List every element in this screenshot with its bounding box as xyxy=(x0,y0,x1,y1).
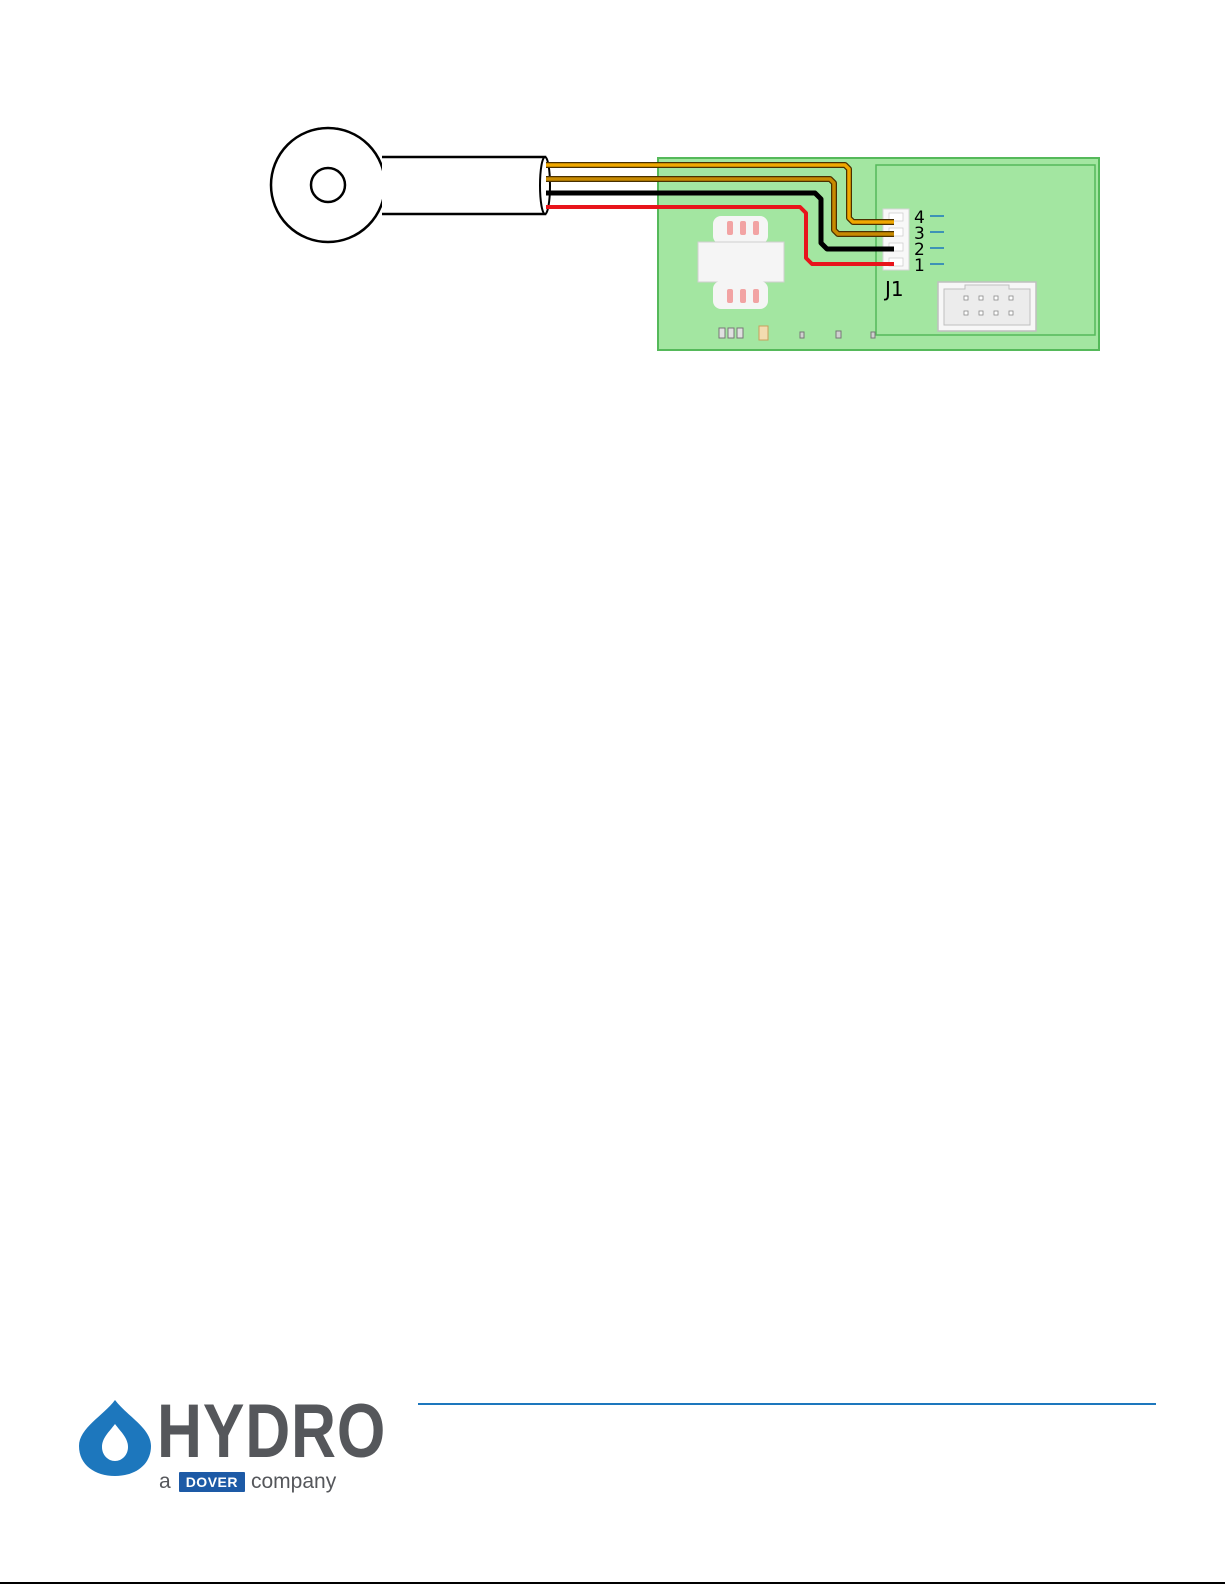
header-pin xyxy=(1009,311,1013,315)
smd-part xyxy=(728,328,734,338)
smd-part xyxy=(836,331,841,338)
brand-tagline: a DOVER company xyxy=(159,1470,336,1494)
smd-part xyxy=(719,328,725,338)
transformer-pin xyxy=(753,289,759,303)
sensor-hole xyxy=(311,168,345,202)
tagline-prefix: a xyxy=(159,1470,171,1494)
water-drop-icon xyxy=(75,1398,155,1478)
sensor xyxy=(271,128,550,242)
header-connector xyxy=(938,282,1036,331)
wiring-diagram: 4 3 2 1 J1 xyxy=(0,0,1225,400)
page-bottom-rule xyxy=(0,1582,1225,1584)
circuit-board xyxy=(658,158,1099,350)
smd-part xyxy=(759,326,768,340)
smd-part xyxy=(737,328,743,338)
brand-wordmark: HYDRO xyxy=(157,1394,386,1470)
transformer-pin xyxy=(727,221,733,235)
header-pin xyxy=(964,296,968,300)
pin-label-1: 1 xyxy=(914,256,925,276)
sensor-cable xyxy=(382,157,545,214)
header-pin xyxy=(994,296,998,300)
header-pin xyxy=(964,311,968,315)
footer-rule xyxy=(418,1403,1156,1405)
hydro-logo: HYDRO a DOVER company xyxy=(75,1398,385,1502)
header-inner xyxy=(944,285,1030,325)
dover-badge: DOVER xyxy=(179,1472,245,1492)
tagline-suffix: company xyxy=(251,1470,336,1494)
transformer-pin xyxy=(727,289,733,303)
smd-part xyxy=(871,332,875,338)
transformer-pin xyxy=(740,221,746,235)
connector-label-j1: J1 xyxy=(883,277,904,301)
transformer-pin xyxy=(740,289,746,303)
header-pin xyxy=(994,311,998,315)
header-pin xyxy=(1009,296,1013,300)
smd-part xyxy=(800,332,804,338)
j1-connector xyxy=(883,209,909,270)
transformer-pin xyxy=(753,221,759,235)
header-pin xyxy=(979,311,983,315)
transformer-body xyxy=(698,242,784,282)
header-pin xyxy=(979,296,983,300)
